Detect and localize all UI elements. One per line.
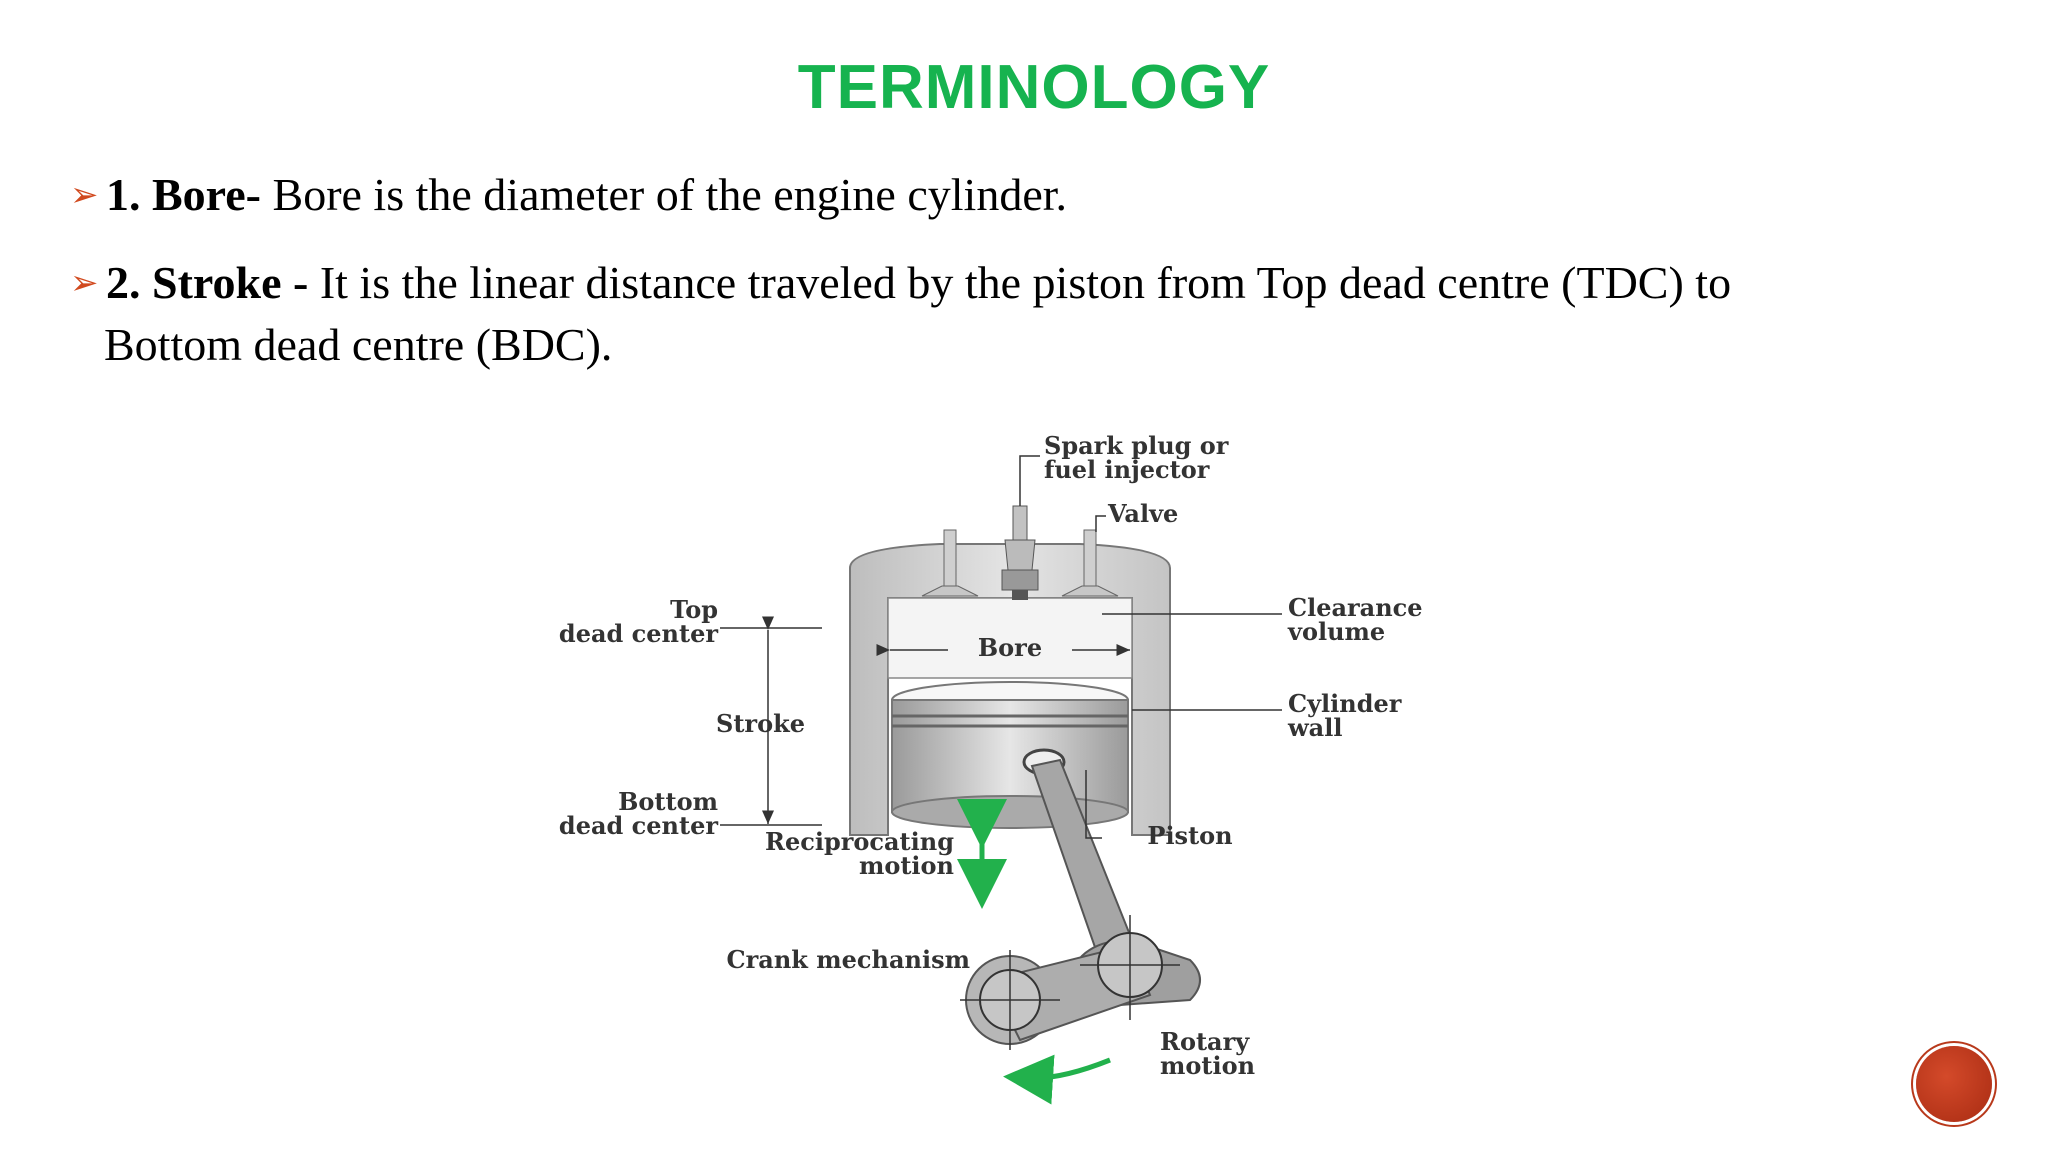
- label-cylinder-wall: wall: [1287, 713, 1342, 742]
- bullet-term: 1. Bore-: [106, 169, 262, 220]
- label-piston: Piston: [1147, 821, 1232, 850]
- bullet-arrow-icon: ➢: [70, 263, 99, 303]
- label-rotary-motion: motion: [1160, 1051, 1255, 1080]
- label-bottom: Bottom: [618, 787, 718, 816]
- rotary-arrow: [1003, 1054, 1111, 1105]
- engine-cylinder-diagram: Spark plug or fuel injector Valve Cleara…: [520, 420, 1520, 1152]
- slide-title: TERMINOLOGY: [797, 53, 1271, 122]
- label-clearance: Clearance: [1288, 593, 1423, 622]
- bullet-text: It is the linear distance traveled by th…: [308, 257, 1732, 308]
- label-reciprocating: Reciprocating: [765, 827, 954, 856]
- cylinder-block: [849, 543, 1171, 836]
- label-reciprocating-motion: motion: [859, 851, 954, 880]
- label-bottom-dead-center: dead center: [559, 811, 718, 840]
- spark-plug: [1001, 505, 1039, 600]
- valves: [921, 529, 1119, 597]
- label-top: Top: [670, 595, 718, 624]
- bullet-stroke: ➢2. Stroke - It is the linear distance t…: [70, 252, 1990, 376]
- label-fuel-injector: fuel injector: [1044, 455, 1210, 484]
- label-top-dead-center: dead center: [559, 619, 718, 648]
- slide-logo-badge: [1916, 1046, 1992, 1122]
- bullet-text: Bore is the diameter of the engine cylin…: [261, 169, 1068, 220]
- label-bore: Bore: [978, 633, 1042, 662]
- bullet-arrow-icon: ➢: [70, 175, 99, 215]
- bullet-continuation: Bottom dead centre (BDC).: [104, 319, 613, 370]
- label-stroke: Stroke: [716, 709, 805, 738]
- leader-lines: [720, 455, 1282, 839]
- label-spark-plug: Spark plug or: [1044, 431, 1229, 460]
- label-rotary: Rotary: [1160, 1027, 1250, 1056]
- label-crank-mechanism: Crank mechanism: [727, 945, 970, 974]
- bullet-term: 2. Stroke -: [106, 257, 309, 308]
- label-clearance-volume: volume: [1287, 617, 1385, 646]
- piston: [891, 681, 1129, 829]
- engine-cylinder-svg: Spark plug or fuel injector Valve Cleara…: [559, 431, 1423, 1105]
- label-cylinder: Cylinder: [1288, 689, 1402, 718]
- crank-mechanism: [960, 915, 1180, 1050]
- label-valve: Valve: [1107, 499, 1178, 528]
- bullet-bore: ➢1. Bore- Bore is the diameter of the en…: [70, 164, 1990, 226]
